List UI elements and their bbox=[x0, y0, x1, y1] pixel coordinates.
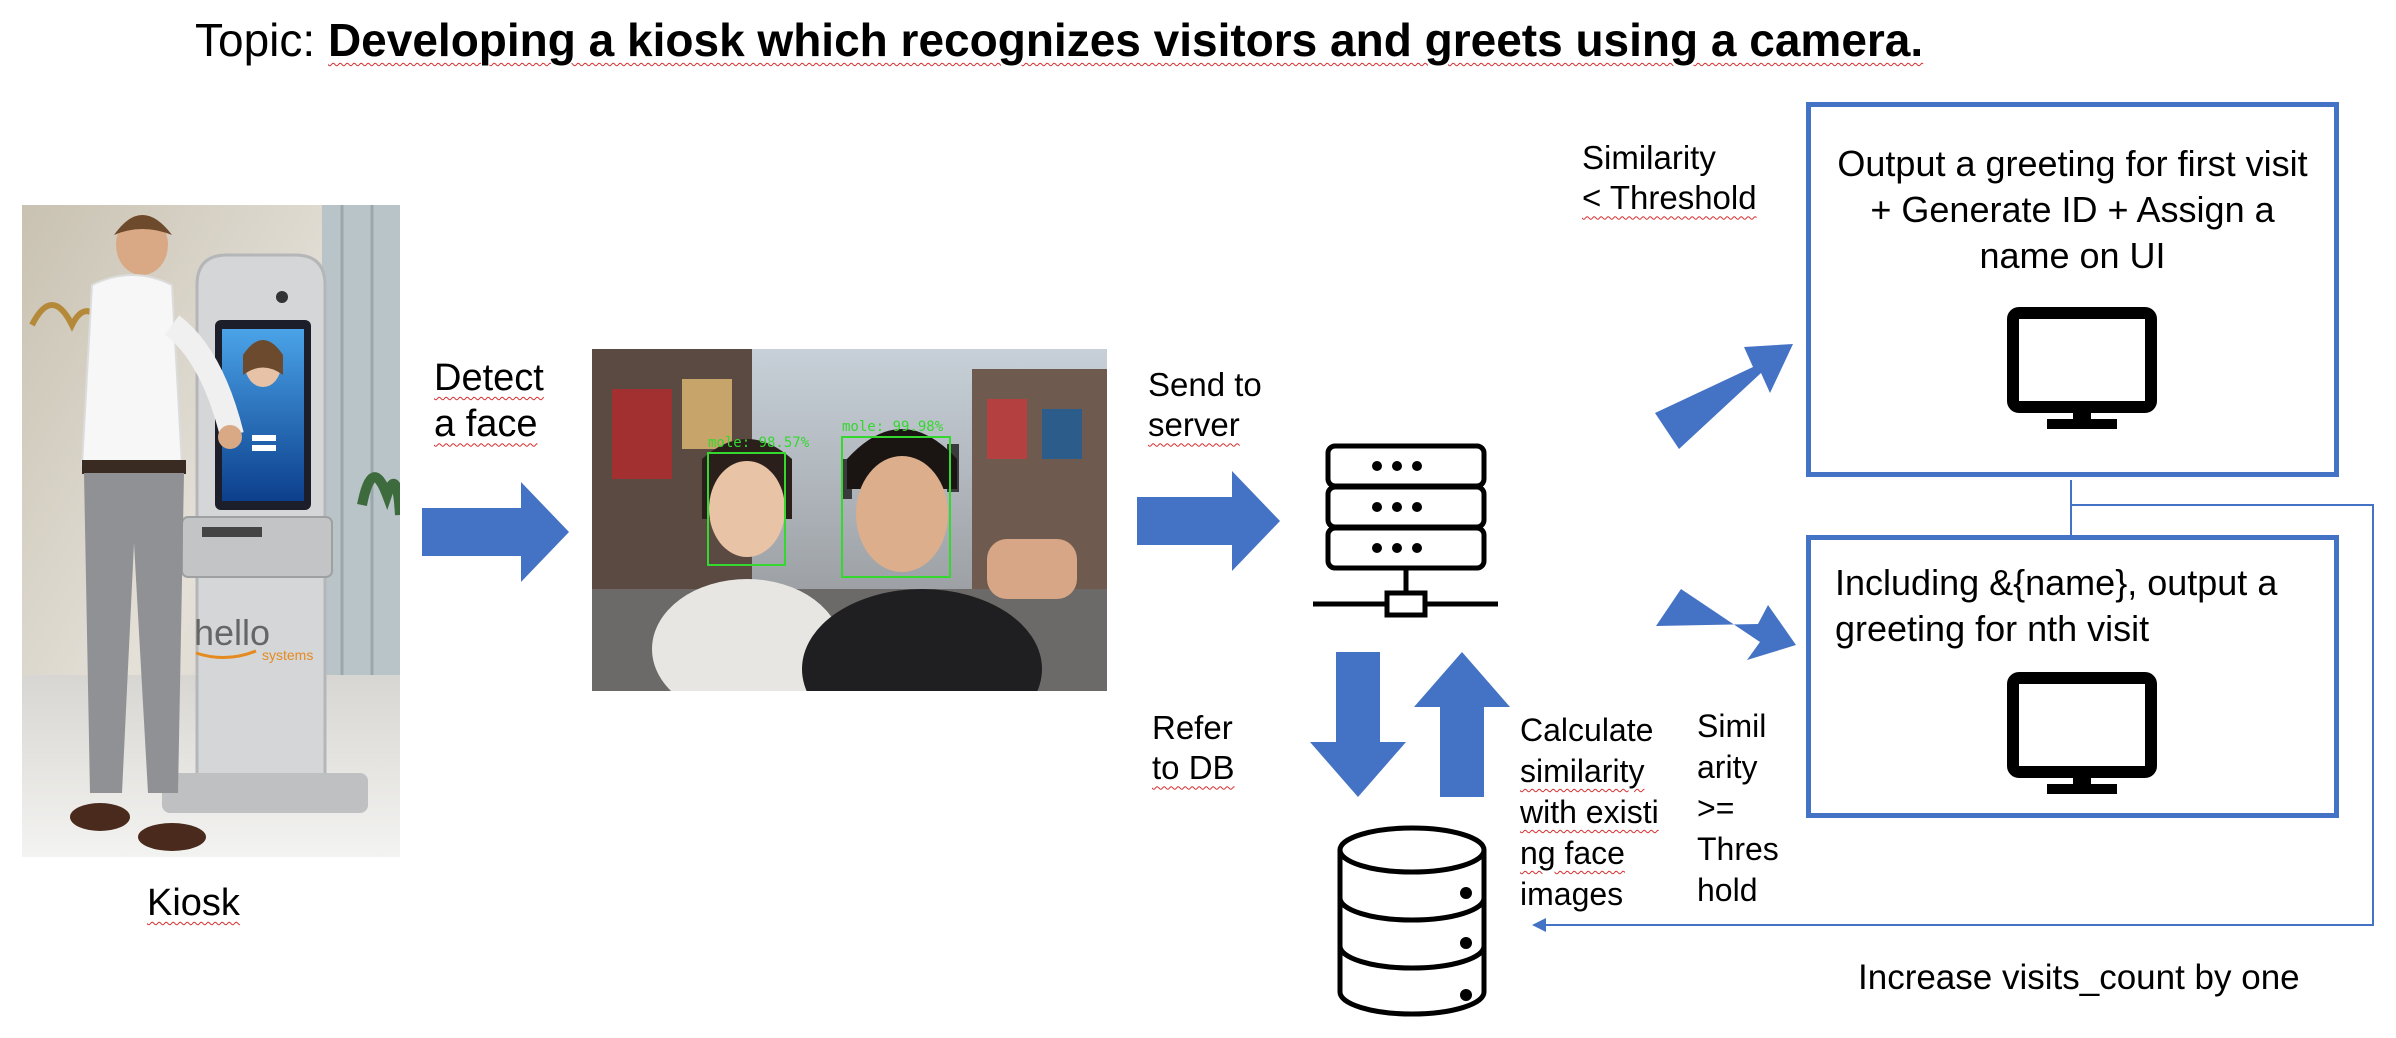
calculate-line1: Calculate bbox=[1520, 712, 1654, 748]
low-similarity-line1: Similarity bbox=[1582, 139, 1716, 176]
high-similarity-line3: >= bbox=[1697, 789, 1735, 826]
first-visit-line3: name on UI bbox=[1979, 235, 2166, 277]
refer-label-line2: to DB bbox=[1152, 749, 1235, 787]
send-label-line1: Send to bbox=[1148, 366, 1262, 403]
nth-visit-line2: greeting for nth visit bbox=[1835, 608, 2150, 650]
detect-label: Detect a face bbox=[434, 355, 544, 448]
low-similarity-label: Similarity < Threshold bbox=[1582, 138, 1757, 219]
calculate-line5: images bbox=[1520, 875, 1624, 912]
high-similarity-line4: Thres bbox=[1697, 830, 1779, 867]
arrow-detect bbox=[422, 482, 569, 582]
high-similarity-line1: Simil bbox=[1697, 708, 1767, 744]
first-visit-line1: Output a greeting for first visit bbox=[1837, 143, 2308, 184]
calculate-label: Calculate similarity with existi ng face… bbox=[1520, 710, 1659, 915]
kiosk-label: Kiosk bbox=[147, 882, 240, 924]
calculate-line4: ng face bbox=[1520, 834, 1625, 871]
arrow-refer bbox=[1310, 652, 1406, 797]
detect-label-line2: a face bbox=[434, 403, 538, 446]
refer-label-line1: Refer bbox=[1152, 709, 1233, 746]
arrow-calculate bbox=[1414, 652, 1510, 797]
face-detection-photo: mole: 98.57% mole: 99.98% bbox=[592, 349, 1107, 691]
first-visit-line2: + Generate ID + Assign a bbox=[1870, 189, 2275, 231]
low-similarity-line2: < Threshold bbox=[1582, 179, 1757, 217]
detection-label-2: mole: 99.98% bbox=[842, 419, 944, 435]
arrow-first-visit bbox=[1655, 344, 1793, 449]
monitor-icon bbox=[2007, 672, 2157, 794]
high-similarity-line2: arity bbox=[1697, 748, 1758, 785]
server-icon bbox=[1313, 443, 1498, 618]
nth-visit-box: Including &{name}, output a greeting for… bbox=[1806, 535, 2339, 818]
monitor-icon bbox=[2007, 307, 2157, 429]
database-icon bbox=[1337, 825, 1487, 1017]
nth-visit-text: Including &{name}, output a greeting for… bbox=[1835, 560, 2326, 652]
kiosk-brand: hello bbox=[194, 612, 270, 653]
detect-label-line1: Detect bbox=[434, 357, 544, 399]
title-topic: Developing a kiosk which recognizes visi… bbox=[327, 14, 1924, 66]
kiosk-image: hello systems bbox=[22, 205, 400, 857]
feedback-line bbox=[1538, 480, 2374, 926]
title-prefix: Topic: bbox=[195, 14, 328, 66]
arrow-nth-visit bbox=[1656, 589, 1796, 660]
calculate-line2: similarity bbox=[1520, 752, 1645, 789]
high-similarity-line5: hold bbox=[1697, 871, 1758, 908]
high-similarity-label: Simil arity >= Thres hold bbox=[1697, 706, 1779, 911]
increase-label: Increase visits_count by one bbox=[1858, 958, 2300, 997]
nth-visit-line1: Including &{name}, output a bbox=[1835, 562, 2278, 603]
kiosk-brand-sub: systems bbox=[262, 647, 313, 663]
first-visit-box: Output a greeting for first visit + Gene… bbox=[1806, 102, 2339, 477]
detection-label-1: mole: 98.57% bbox=[708, 435, 810, 451]
refer-label: Refer to DB bbox=[1152, 708, 1235, 789]
page-title: Topic: Developing a kiosk which recogniz… bbox=[195, 12, 1923, 68]
send-label: Send to server bbox=[1148, 365, 1262, 446]
arrow-send bbox=[1137, 471, 1280, 571]
send-label-line2: server bbox=[1148, 406, 1240, 444]
first-visit-text: Output a greeting for first visit + Gene… bbox=[1811, 141, 2334, 279]
calculate-line3: with existi bbox=[1520, 793, 1659, 830]
